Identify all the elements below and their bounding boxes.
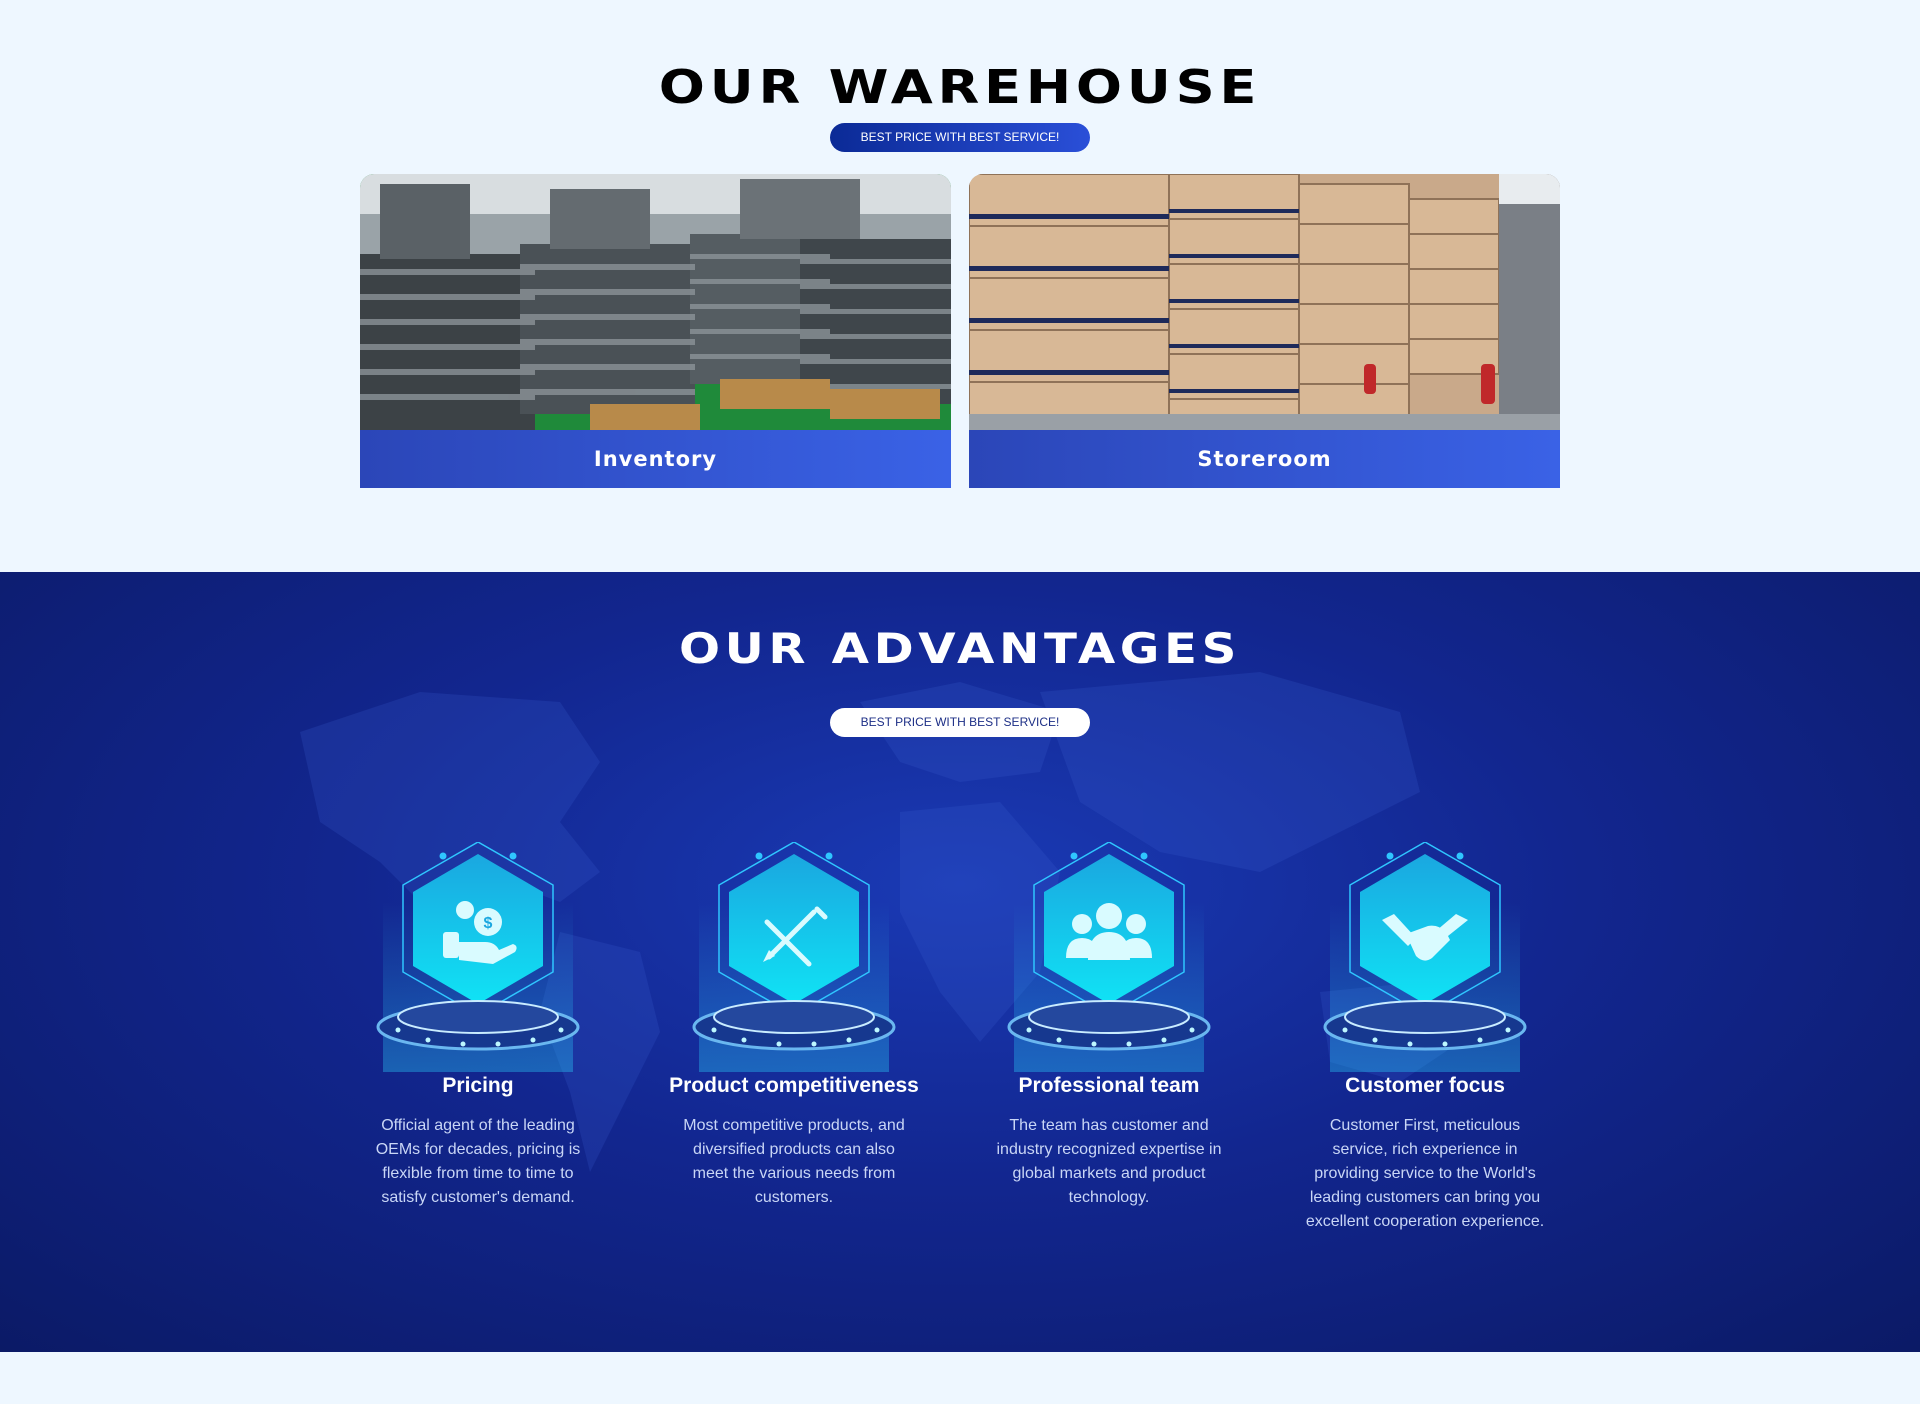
warehouse-section: OUR WAREHOUSE BEST PRICE WITH BEST SERVI… [0,0,1920,572]
storeroom-card[interactable]: Storeroom [969,174,1560,488]
professional-team-title: Professional team [1018,1074,1200,1097]
footer-strip [0,1352,1920,1404]
professional-team-emblem [1007,842,1211,1072]
advantage-professional-team: Professional team The team has customer … [979,842,1239,1272]
product-competitiveness-description: Most competitive products, and diversifi… [683,1117,905,1206]
advantage-product-competitiveness: Product competitiveness Most competitive… [664,842,924,1272]
professional-team-description: The team has customer and industry recog… [996,1117,1222,1206]
world-map-background [300,672,1460,1172]
customer-focus-title: Customer focus [1345,1074,1505,1097]
pricing-description: Official agent of the leading OEMs for d… [375,1117,581,1206]
customer-focus-description: Customer First, meticulous service, rich… [1305,1117,1545,1230]
advantage-customer-focus: Customer focus Customer First, meticulou… [1295,842,1555,1272]
inventory-caption: Inventory [360,430,951,488]
pricing-emblem: $ [376,842,580,1072]
handshake-icon [1382,914,1468,961]
pencil-ruler-icon [764,906,828,967]
warehouse-tagline-badge: BEST PRICE WITH BEST SERVICE! [830,123,1090,152]
storeroom-photo [969,174,1560,431]
advantage-pricing: $ Pricing Official agent of the leading … [348,842,608,1272]
advantages-title: OUR ADVANTAGES [678,624,1242,673]
money-hand-icon [443,901,517,964]
product-competitiveness-title: Product competitiveness [669,1074,919,1097]
warehouse-title: OUR WAREHOUSE [658,60,1262,114]
advantages-section: OUR ADVANTAGES BEST PRICE WITH BEST SERV… [0,572,1920,1352]
inventory-photo [360,174,951,431]
product-competitiveness-emblem [692,842,896,1072]
advantages-tagline-badge: BEST PRICE WITH BEST SERVICE! [830,708,1090,737]
team-icon [1066,903,1152,960]
svg-text:$: $ [484,915,493,932]
pricing-title: Pricing [442,1074,514,1097]
inventory-card[interactable]: Inventory [360,174,951,488]
storeroom-caption: Storeroom [969,430,1560,488]
customer-focus-emblem [1323,842,1527,1072]
